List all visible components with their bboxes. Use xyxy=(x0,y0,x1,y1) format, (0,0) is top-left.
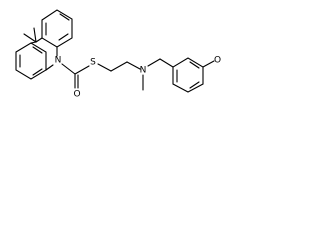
ch2-to-amine-bond xyxy=(126,61,141,70)
ethyl-linker xyxy=(97,61,141,72)
methoxyphenyl-double-bond-3 xyxy=(189,61,200,69)
methoxy-group: O xyxy=(214,56,221,66)
sulfur-to-ch2-bond xyxy=(97,63,112,72)
carbonyl-to-sulfur-bond xyxy=(74,65,90,75)
central-ring-bond-quaternary-carbon-upper xyxy=(35,37,43,43)
methoxy-label: O xyxy=(214,56,221,66)
amine-nitrogen-label: N xyxy=(140,66,147,76)
chemical-structure-diagram: N O S N O xyxy=(15,9,221,100)
carbamothioate-group: N O S xyxy=(55,56,97,100)
ring-to-methoxy-oxygen-bond xyxy=(202,60,215,68)
methyl-bond-right xyxy=(33,27,37,43)
ch2-to-ch2-bond xyxy=(110,61,128,72)
benzylic-ch2-to-ring-bond xyxy=(159,58,174,68)
methoxyphenyl-ring xyxy=(172,57,204,93)
central-ring-bond-quaternary-carbon-lower xyxy=(30,41,37,44)
carbonyl-oxygen-label: O xyxy=(73,90,80,100)
lower-ring-double-bond-2 xyxy=(32,68,43,76)
lower-ring-double-bond-3 xyxy=(32,46,43,54)
n-to-carbonyl-carbon-bond xyxy=(61,63,76,75)
n-to-benzylic-ch2-bond xyxy=(147,58,161,67)
central-ring-bond-lower-to-n xyxy=(45,64,54,71)
ring-nitrogen-label: N xyxy=(55,56,62,66)
methyl-bond-left xyxy=(23,33,37,43)
upper-ring-double-bond-1 xyxy=(59,13,70,21)
upper-ring-double-bond-2 xyxy=(58,33,69,41)
methoxyphenyl-double-bond-2 xyxy=(189,81,200,89)
sulfur-label: S xyxy=(90,58,96,68)
dimethylacridine-core xyxy=(15,9,73,80)
n-methylbenzylamine-group: N xyxy=(140,57,215,93)
